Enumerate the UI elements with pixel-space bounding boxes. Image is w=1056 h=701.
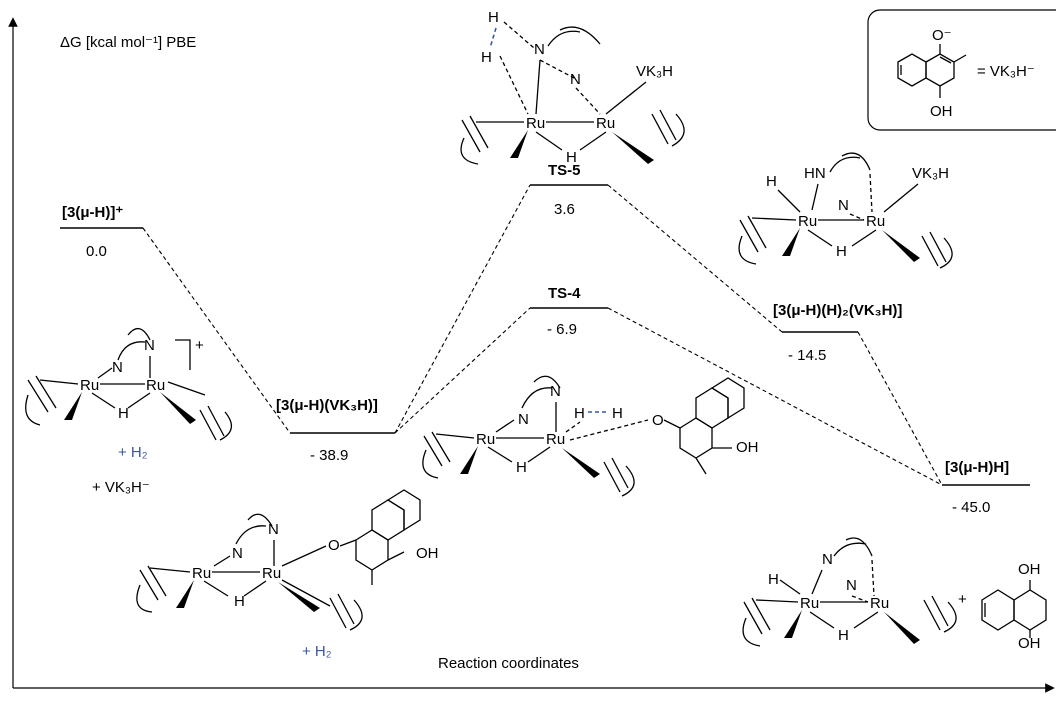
atom-h: H [766,173,777,190]
state-label-int2: [3(μ-H)(H)₂(VK₃H)] [773,302,902,319]
state-value-int1: - 38.9 [310,447,348,464]
atom-vk3h: VK₃H [912,165,949,182]
reagent-vk3h-start: + VK₃H⁻ [92,479,150,496]
atom-h: H [574,405,585,422]
reagent-plus-prod: + [958,591,967,608]
atom-n: N [838,197,849,214]
legend-o-minus: O⁻ [932,27,952,44]
atom-n: N [534,41,545,58]
atom-n: N [570,71,581,88]
atom-h: H [481,49,492,66]
atom-hn: HN [804,165,826,182]
structure-prod-complex: H N N Ru Ru H OH OH [742,537,1047,652]
atom-ru: Ru [262,565,281,582]
structure-ts5-complex: H H N N Ru Ru H VK₃H [460,9,685,166]
state-value-int2: - 14.5 [788,347,826,364]
state-value-ts4: - 6.9 [547,321,577,338]
atom-n: N [550,383,561,400]
state-value-ts5: 3.6 [554,201,575,218]
y-axis-label: ΔG [kcal mol⁻¹] PBE [60,34,196,51]
state-label-prod: [3(μ-H)H] [945,459,1009,476]
atom-h: H [838,627,849,644]
atom-o: O [652,412,664,429]
atom-oh: OH [1018,635,1041,652]
atom-ru: Ru [80,377,99,394]
atom-o: O [328,537,340,554]
state-label-start: [3(μ-H)]⁺ [62,204,123,221]
atom-h: H [234,593,245,610]
state-label-ts5: TS-5 [548,162,581,179]
legend-box: O⁻ OH = VK₃H⁻ [867,9,1056,131]
atom-h: H [768,571,779,588]
structure-int1-complex: Ru Ru N N H O OH [136,489,439,631]
structure-ts4-complex: Ru Ru N N H H H O OH [422,375,759,497]
atom-n: N [144,337,155,354]
x-axis-label: Reaction coordinates [438,655,579,672]
charge-plus: + [195,337,204,354]
atom-h: H [488,9,499,26]
atom-h: H [836,243,847,260]
atom-h: H [118,405,129,422]
pathway-connectors [142,184,943,486]
atom-n: N [822,551,833,568]
atom-n: N [112,359,123,376]
reagent-h2-int1: + H₂ [302,643,332,660]
atom-ru: Ru [546,431,565,448]
state-value-prod: - 45.0 [952,499,990,516]
atom-vk3h: VK₃H [636,63,673,80]
vk3h-structure-icon [897,44,967,98]
reagent-h2-start: + H₂ [118,444,148,461]
atom-n: N [268,521,279,538]
atom-ru: Ru [866,213,885,230]
atom-ru: Ru [476,431,495,448]
atom-oh: OH [416,545,439,562]
atom-oh: OH [1018,561,1041,578]
atom-h: H [516,459,527,476]
atom-h: H [612,405,623,422]
atom-n: N [846,577,857,594]
atom-h: H [566,149,577,166]
atom-ru: Ru [800,595,819,612]
atom-n: N [232,545,243,562]
structure-start-complex: Ru Ru N N H + [25,328,232,441]
atom-ru: Ru [192,565,211,582]
legend-equals-label: = VK₃H⁻ [977,63,1035,80]
atom-ru: Ru [798,213,817,230]
atom-ru: Ru [870,595,889,612]
atom-ru: Ru [146,377,165,394]
atom-ru: Ru [526,115,545,132]
state-value-start: 0.0 [86,243,107,260]
atom-ru: Ru [596,115,615,132]
legend-oh: OH [930,103,953,120]
state-label-ts4: TS-4 [548,285,581,302]
atom-n: N [518,411,529,428]
atom-oh: OH [736,439,759,456]
structure-int2-complex: H HN N Ru Ru H VK₃H [738,152,953,269]
state-label-int1: [3(μ-H)(VK₃H)] [276,397,378,414]
